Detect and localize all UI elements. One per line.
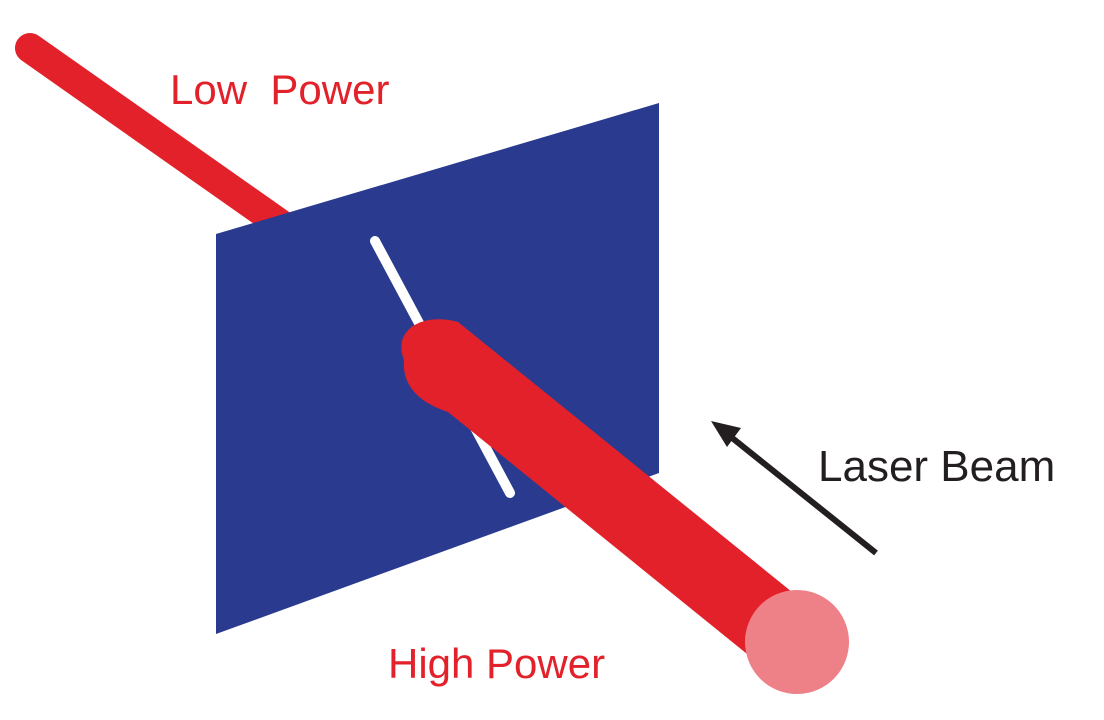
arrow-head-icon <box>711 421 741 447</box>
high-power-beam-body <box>401 319 792 658</box>
high-power-beam <box>401 319 849 694</box>
high-power-label: High Power <box>388 640 605 687</box>
arrow-shaft <box>724 430 878 556</box>
low-power-beam <box>15 33 315 253</box>
beam-direction-arrow <box>711 421 878 556</box>
low-power-label: Low Power <box>170 66 389 113</box>
high-power-beam-end <box>745 590 849 694</box>
laser-beam-label: Laser Beam <box>818 442 1055 491</box>
